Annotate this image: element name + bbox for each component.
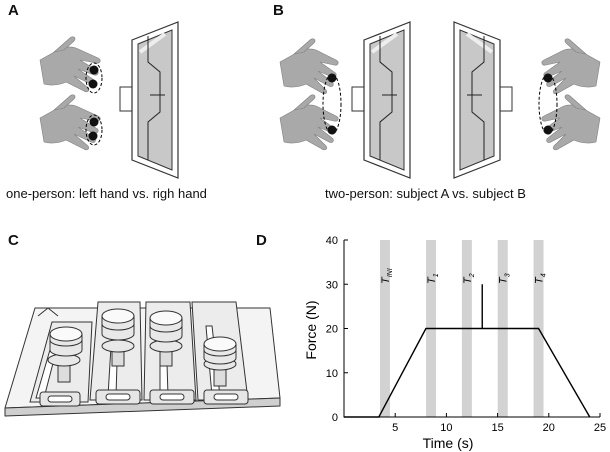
x-tick-label: 5 (392, 422, 398, 434)
panel-label-c: C (8, 232, 19, 249)
band-label: T1 (426, 273, 440, 284)
x-tick-label: 20 (543, 422, 555, 434)
panel-a-caption: one-person: left hand vs. righ hand (6, 186, 207, 201)
apparatus-sensor-4 (203, 336, 237, 387)
hand-icon (279, 94, 339, 151)
x-tick-label: 15 (491, 422, 503, 434)
force-series-line (344, 284, 591, 418)
panel-label-a: A (8, 2, 19, 19)
y-tick-label: 20 (326, 324, 338, 336)
y-tick-label: 10 (326, 368, 338, 380)
panel-label-b: B (273, 2, 284, 19)
time-window-band (379, 240, 390, 417)
y-axis-label: Force (N) (303, 300, 319, 359)
y-tick-label: 30 (326, 279, 338, 291)
apparatus-sensor-3 (149, 310, 183, 367)
panel-c-apparatus (4, 301, 281, 417)
band-label: T2 (462, 273, 476, 284)
force-device-icon (119, 21, 179, 179)
band-label: T4 (534, 273, 548, 284)
panel-b-caption: two-person: subject A vs. subject B (325, 186, 526, 201)
panel-b-illustration (279, 21, 601, 179)
x-tick-label: 10 (440, 422, 452, 434)
x-axis-label: Time (s) (423, 435, 474, 451)
force-device-icon (351, 21, 411, 179)
hand-icon (39, 36, 101, 93)
panel-a-illustration (39, 21, 179, 179)
apparatus-sensor-2 (101, 308, 135, 367)
band-label: T3 (498, 273, 512, 284)
panel-label-d: D (256, 232, 267, 249)
force-device-icon (453, 21, 513, 179)
x-tick-label: 25 (594, 422, 606, 434)
apparatus-sensor-1 (47, 326, 83, 383)
hand-icon (279, 38, 339, 95)
y-tick-label: 40 (326, 235, 338, 247)
y-tick-label: 0 (332, 412, 338, 424)
hand-icon (39, 94, 101, 151)
